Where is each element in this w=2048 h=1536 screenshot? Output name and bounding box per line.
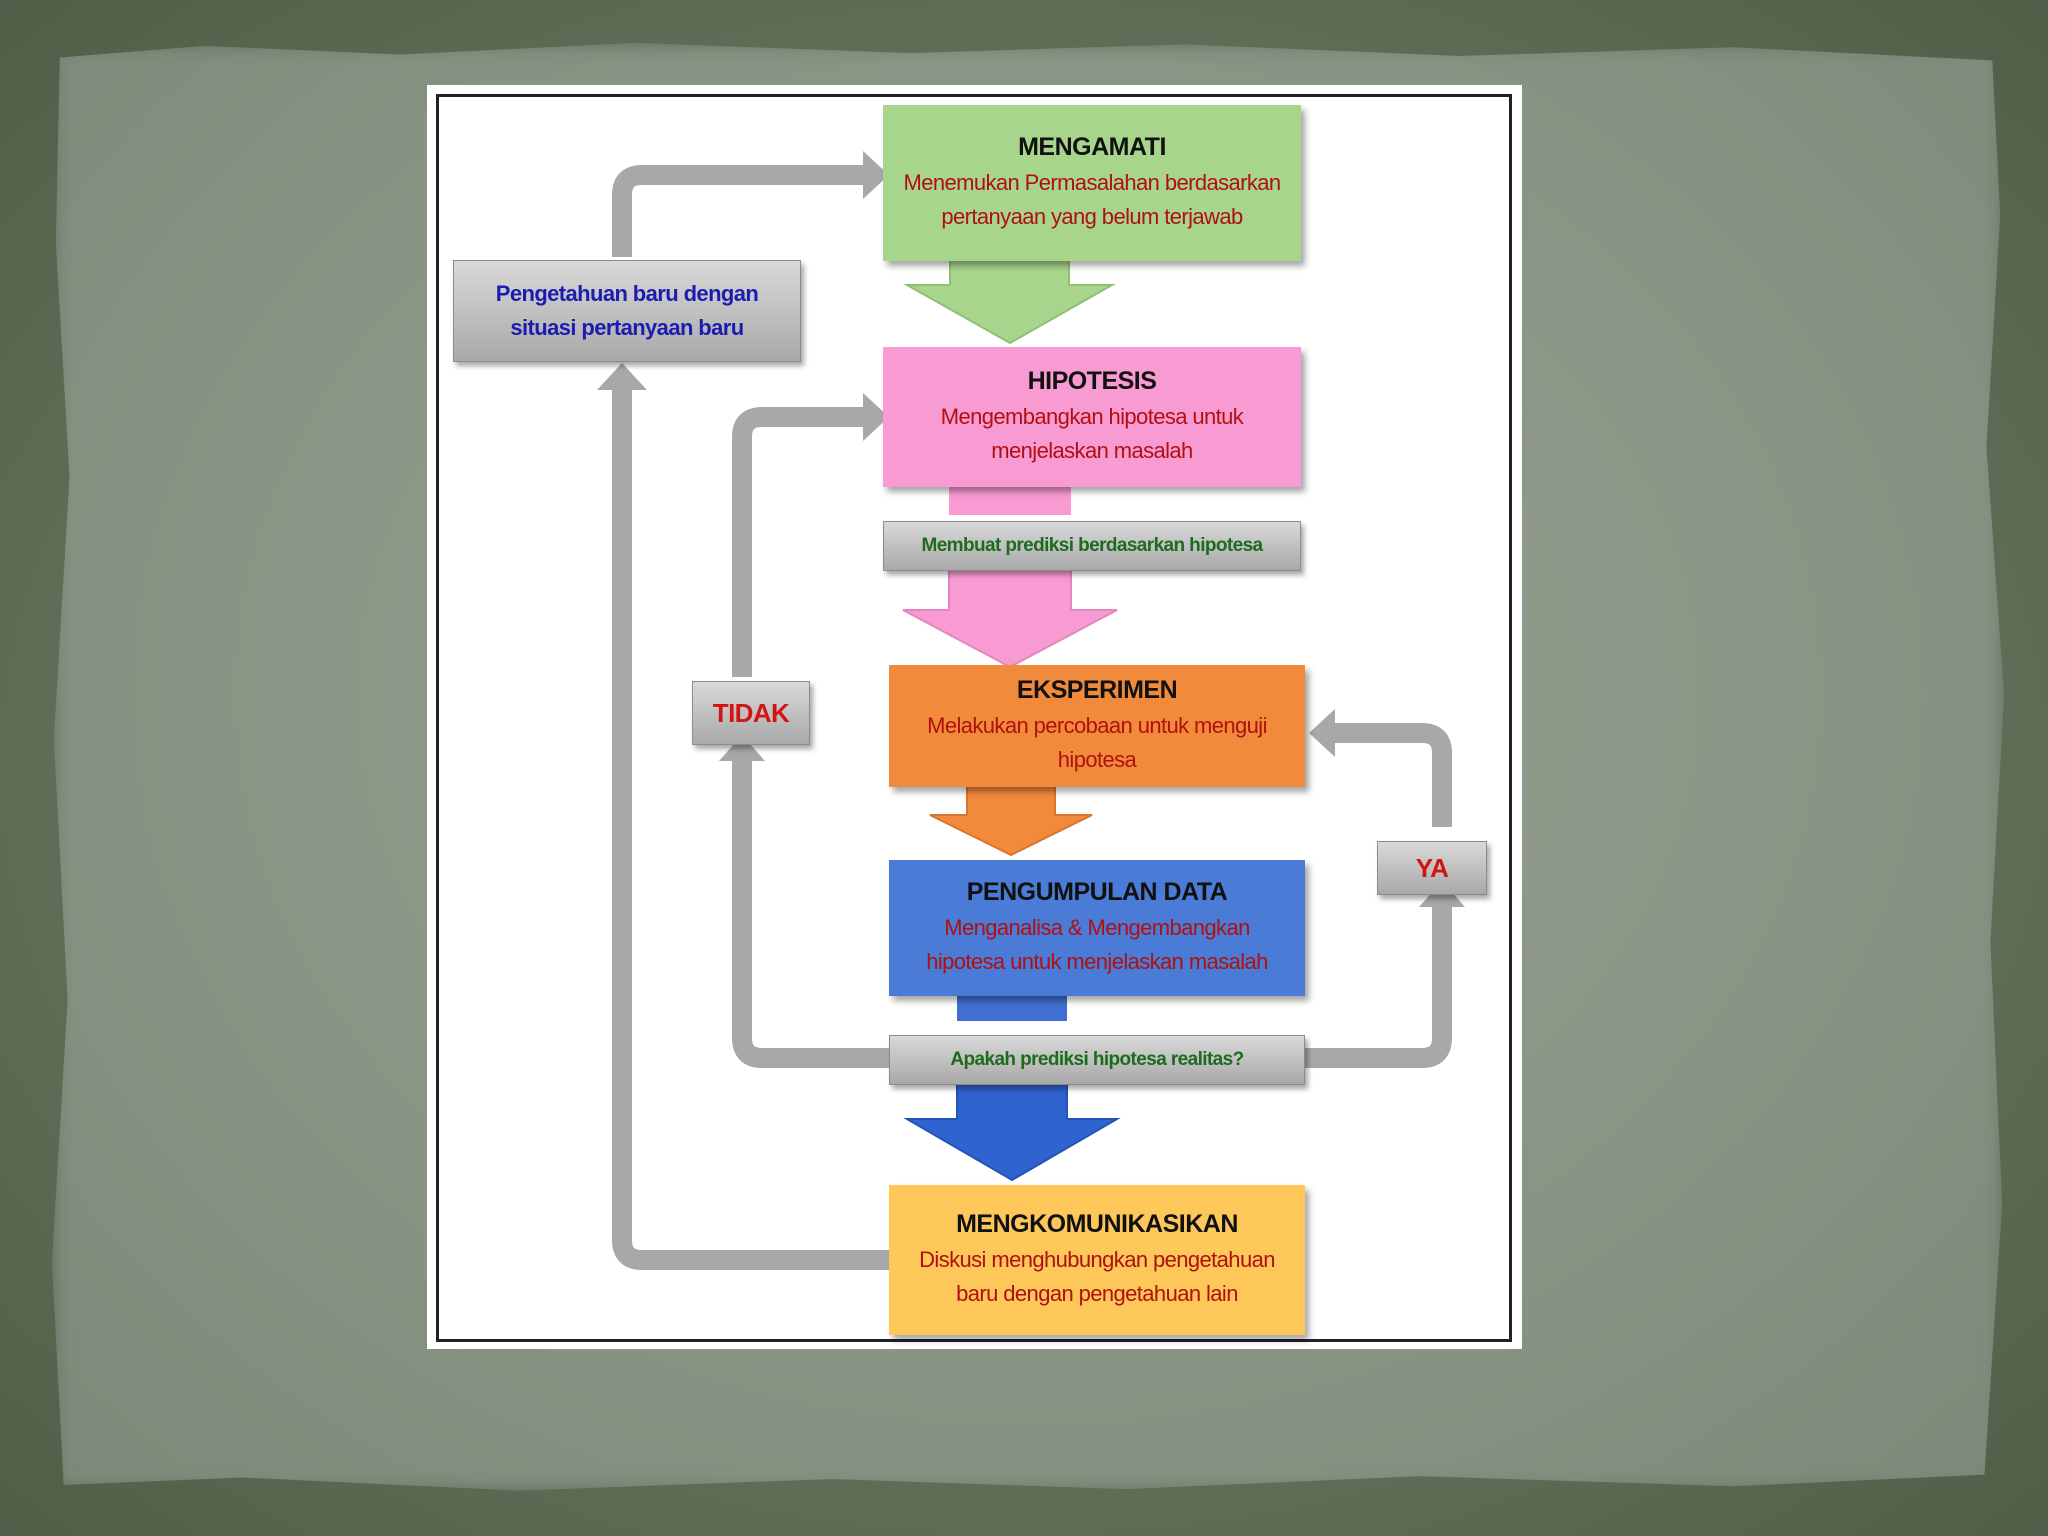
loop-arrow-ya: [1304, 903, 1452, 1068]
step-desc: Mengembangkan hipotesa untuk menjelaskan…: [940, 403, 1244, 463]
step-title: HIPOTESIS: [1027, 366, 1157, 395]
step-mengamati: MENGAMATI Menemukan Permasalahan berdasa…: [883, 105, 1301, 261]
down-arrow-pink: [902, 569, 1118, 669]
step-desc: Menganalisa & Mengembangkan hipotesa unt…: [926, 914, 1268, 974]
label-pengetahuan-baru: Pengetahuan baru dengan situasi pertanya…: [453, 260, 801, 362]
arrowhead-right-hypothesis: [863, 393, 889, 441]
label-tidak: TIDAK: [692, 681, 810, 745]
arrowhead-right-observe: [863, 151, 889, 199]
step-desc: Melakukan percobaan untuk menguji hipote…: [927, 712, 1267, 772]
step-title: EKSPERIMEN: [1016, 675, 1178, 704]
label-ya: YA: [1377, 841, 1487, 895]
loop-arrow-communicate: [612, 385, 889, 1270]
label-prediksi: Membuat prediksi berdasarkan hipotesa: [883, 521, 1301, 571]
arrowhead-left-experiment: [1309, 709, 1335, 757]
down-arrow-blue: [903, 1079, 1121, 1182]
loop-arrow-tidak: [732, 757, 889, 1068]
connector-layer: [597, 151, 1465, 1270]
step-title: MENGAMATI: [1018, 132, 1166, 161]
connector-blue-upper: [957, 991, 1067, 1021]
diagram-frame: MENGAMATI Menemukan Permasalahan berdasa…: [427, 85, 1522, 1349]
diagram-border: [436, 94, 1512, 1342]
arrowhead-up-knowledge: [597, 363, 647, 390]
step-hipotesis: HIPOTESIS Mengembangkan hipotesa untuk m…: [883, 347, 1301, 487]
step-title: PENGUMPULAN DATA: [966, 877, 1228, 906]
arrowhead-up-tidak: [719, 735, 765, 761]
loop-arrow-tidak-top: [732, 407, 867, 677]
step-eksperimen: EKSPERIMEN Melakukan percobaan untuk men…: [889, 665, 1305, 787]
label-realitas: Apakah prediksi hipotesa realitas?: [889, 1035, 1305, 1085]
loop-arrow-top: [612, 165, 867, 257]
step-pengumpulan-data: PENGUMPULAN DATA Menganalisa & Mengemban…: [889, 860, 1305, 996]
down-arrow-orange: [929, 782, 1093, 857]
loop-arrow-ya-top: [1332, 723, 1452, 827]
connector-pink-upper: [949, 485, 1071, 515]
down-arrow-green: [903, 259, 1116, 345]
step-desc: Diskusi menghubungkan pengetahuan baru d…: [919, 1246, 1275, 1306]
step-title: MENGKOMUNIKASIKAN: [956, 1209, 1238, 1238]
step-desc: Menemukan Permasalahan berdasarkan perta…: [903, 169, 1281, 229]
step-mengkomunikasikan: MENGKOMUNIKASIKAN Diskusi menghubungkan …: [889, 1185, 1305, 1335]
